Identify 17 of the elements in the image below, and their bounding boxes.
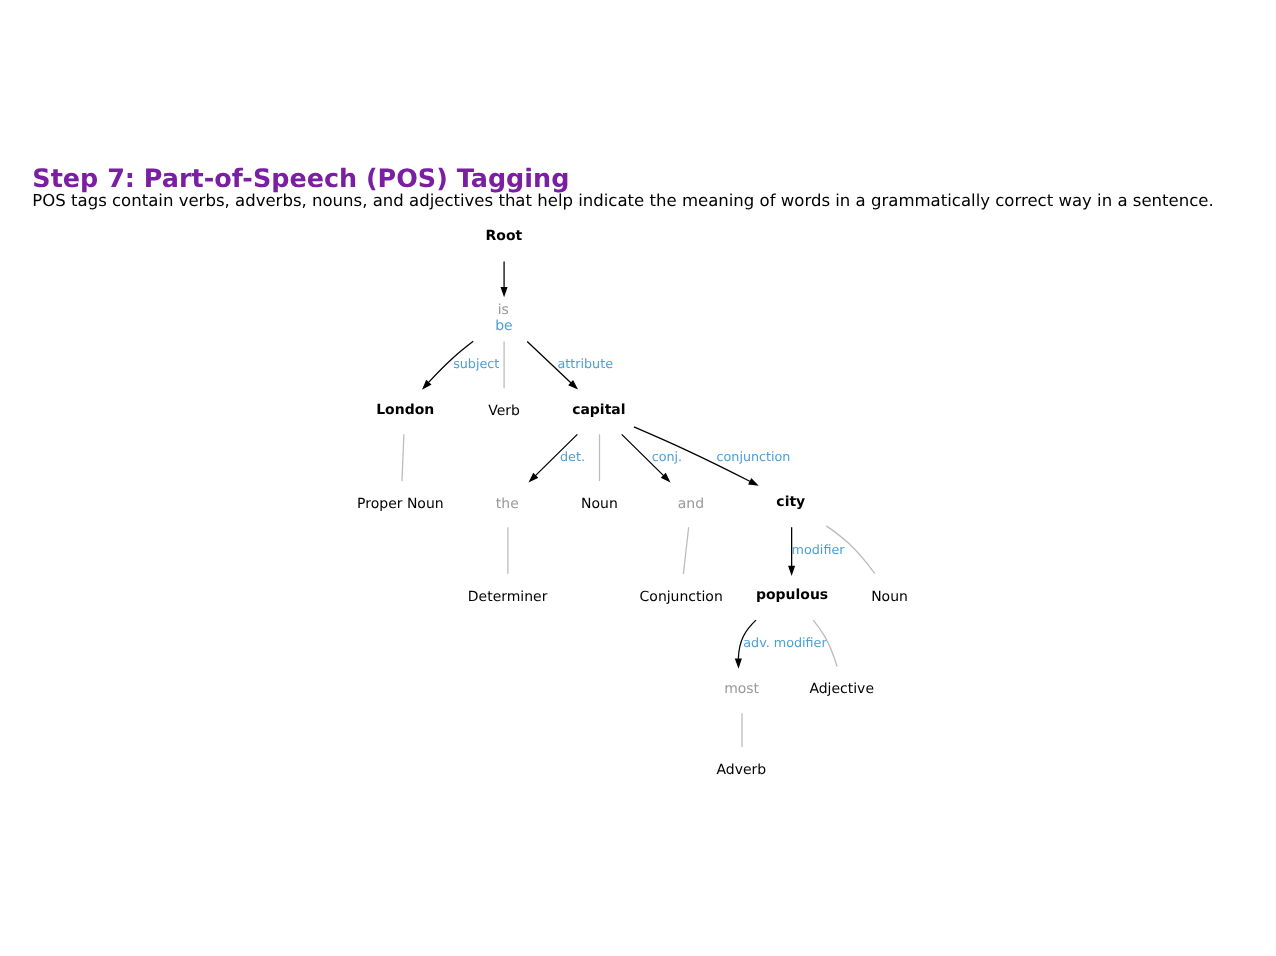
connector bbox=[812, 619, 838, 668]
connector bbox=[825, 525, 876, 575]
arrow bbox=[734, 619, 757, 669]
arrow bbox=[500, 260, 508, 298]
arrow bbox=[621, 433, 671, 483]
arrow bbox=[788, 526, 796, 576]
arrow bbox=[526, 340, 578, 390]
diagram-title: Step 7: Part-of-Speech (POS) Tagging bbox=[32, 163, 570, 194]
connector bbox=[401, 433, 405, 482]
connector bbox=[503, 340, 505, 389]
arrow bbox=[528, 433, 578, 483]
connector bbox=[507, 526, 509, 575]
connector bbox=[598, 433, 601, 482]
connector bbox=[741, 712, 743, 748]
arrow bbox=[422, 340, 474, 390]
arrow bbox=[633, 426, 759, 486]
connector bbox=[682, 526, 690, 575]
